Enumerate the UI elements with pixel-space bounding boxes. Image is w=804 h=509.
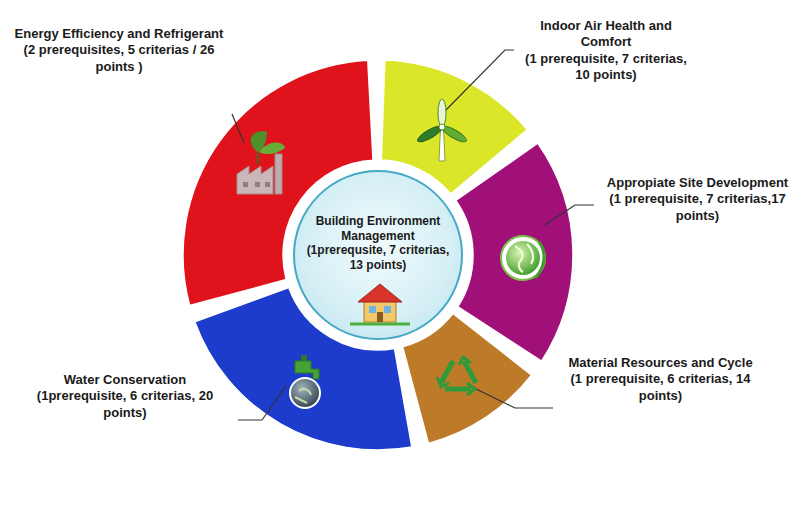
- segment-title: Material Resources and Cycle: [558, 355, 763, 371]
- ring-segment: [456, 143, 573, 361]
- water-tap-icon: [290, 355, 320, 408]
- segment-title: Energy Efficiency and Refrigerant: [12, 26, 226, 42]
- segment-points: (1 prerequisite, 7 criterias, 10 points): [520, 51, 692, 84]
- leader-line: [232, 114, 244, 143]
- segment-points: (1prerequisite, 6 criterias, 20 points): [18, 388, 232, 421]
- segment-points: (1 prerequisite, 7 criterias,17 points): [600, 191, 795, 224]
- ring-segment: [403, 313, 532, 443]
- segment-label: Water Conservation(1prerequisite, 6 crit…: [18, 372, 232, 421]
- ring-segment: [195, 287, 412, 450]
- globe-icon: [501, 236, 545, 280]
- center-text: Building Environment Management(1prerequ…: [303, 172, 453, 273]
- center-circle: Building Environment Management(1prerequ…: [293, 170, 463, 340]
- segment-points: (2 prerequisites, 5 criterias / 26 point…: [12, 42, 226, 75]
- recycle-icon: [437, 357, 476, 395]
- leader-lines: [232, 50, 594, 420]
- leader-line: [470, 386, 553, 408]
- segment-title: Indoor Air Health and Comfort: [520, 18, 692, 51]
- segment-title: Water Conservation: [18, 372, 232, 388]
- segment-label: Appropiate Site Development(1 prerequisi…: [600, 175, 795, 224]
- leader-line: [545, 205, 594, 225]
- leader-line: [446, 50, 514, 110]
- node-points: (1prerequsite, 7 criterias, 13 points): [303, 243, 453, 272]
- segment-title: Appropiate Site Development: [600, 175, 795, 191]
- segment-label: Energy Efficiency and Refrigerant(2 prer…: [12, 26, 226, 75]
- factory-icon: [237, 131, 285, 194]
- node-title: Building Environment Management: [303, 214, 453, 243]
- windmill-icon: [416, 99, 468, 161]
- segment-label: Indoor Air Health and Comfort(1 prerequi…: [520, 18, 692, 83]
- segment-label: Material Resources and Cycle(1 prerequis…: [558, 355, 763, 404]
- leader-line: [238, 386, 286, 420]
- segment-points: (1 prerequisite, 6 criterias, 14 points): [558, 371, 763, 404]
